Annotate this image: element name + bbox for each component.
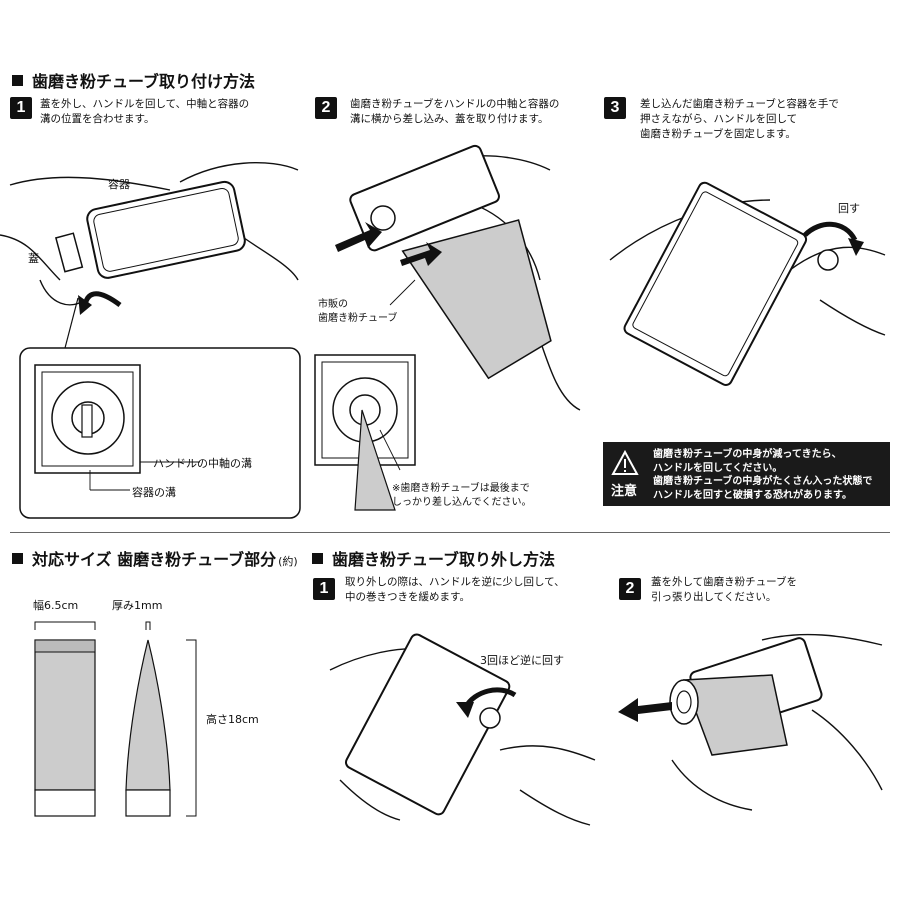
- container-label: 容器: [108, 176, 130, 192]
- section-marker-icon: [12, 75, 23, 86]
- removal-step-2-text: 蓋を外して歯磨き粉チューブを 引っ張り出してください。: [651, 575, 797, 605]
- thickness-label: 厚み1mm: [112, 597, 162, 613]
- container-groove-label: 容器の溝: [132, 484, 176, 500]
- section-marker-icon: [12, 553, 23, 564]
- lid-label: 蓋: [28, 250, 39, 266]
- rotate-label: 回す: [838, 200, 860, 216]
- removal-step-2-illustration: [612, 620, 892, 820]
- install-step-3-illustration: [600, 160, 890, 420]
- size-title-suffix: (約): [278, 555, 298, 568]
- install-step-2-badge: 2: [315, 97, 337, 119]
- removal-step-1-illustration: [320, 630, 600, 830]
- install-step-1-illustration: [0, 140, 300, 520]
- install-step-2-text: 歯磨き粉チューブをハンドルの中軸と容器の 溝に横から差し込み、蓋を取り付けます。: [350, 97, 559, 127]
- removal-section-title: 歯磨き粉チューブ取り外し方法: [312, 546, 555, 570]
- warning-label: 注意: [611, 480, 637, 499]
- install-step-2-illustration: [310, 140, 600, 520]
- removal-step-1-text: 取り外しの際は、ハンドルを逆に少し回して、 中の巻きつきを緩めます。: [345, 575, 565, 605]
- install-step-3-badge: 3: [604, 97, 626, 119]
- removal-step-2-badge: 2: [619, 578, 641, 600]
- install-step-1-text: 蓋を外し、ハンドルを回して、中軸と容器の 溝の位置を合わせます。: [40, 97, 249, 127]
- tube-size-diagram: [30, 612, 230, 822]
- warning-text: 歯磨き粉チューブの中身が減ってきたら、 ハンドルを回してください。 歯磨き粉チュ…: [653, 448, 872, 502]
- install-step-1-badge: 1: [10, 97, 32, 119]
- removal-step-1-badge: 1: [313, 578, 335, 600]
- handle-groove-label: ハンドルの中軸の溝: [153, 455, 252, 471]
- warning-box: 注意 歯磨き粉チューブの中身が減ってきたら、 ハンドルを回してください。 歯磨き…: [603, 442, 890, 506]
- warning-triangle-icon: [611, 450, 639, 476]
- section-marker-icon: [312, 553, 323, 564]
- section-divider: [10, 532, 890, 533]
- install-step-3-text: 差し込んだ歯磨き粉チューブと容器を手で 押さえながら、ハンドルを回して 歯磨き粉…: [640, 97, 839, 142]
- width-label: 幅6.5cm: [33, 597, 78, 613]
- install-title-text: 歯磨き粉チューブ取り付け方法: [32, 72, 255, 91]
- removal-title-text: 歯磨き粉チューブ取り外し方法: [332, 550, 555, 569]
- commercial-tube-label: 市販の 歯磨き粉チューブ: [318, 298, 397, 326]
- size-title-text: 対応サイズ 歯磨き粉チューブ部分: [32, 550, 276, 569]
- size-section-title: 対応サイズ 歯磨き粉チューブ部分(約): [12, 546, 298, 570]
- install-section-title: 歯磨き粉チューブ取り付け方法: [12, 68, 255, 92]
- insert-note: ※歯磨き粉チューブは最後まで しっかり差し込んでください。: [392, 482, 532, 510]
